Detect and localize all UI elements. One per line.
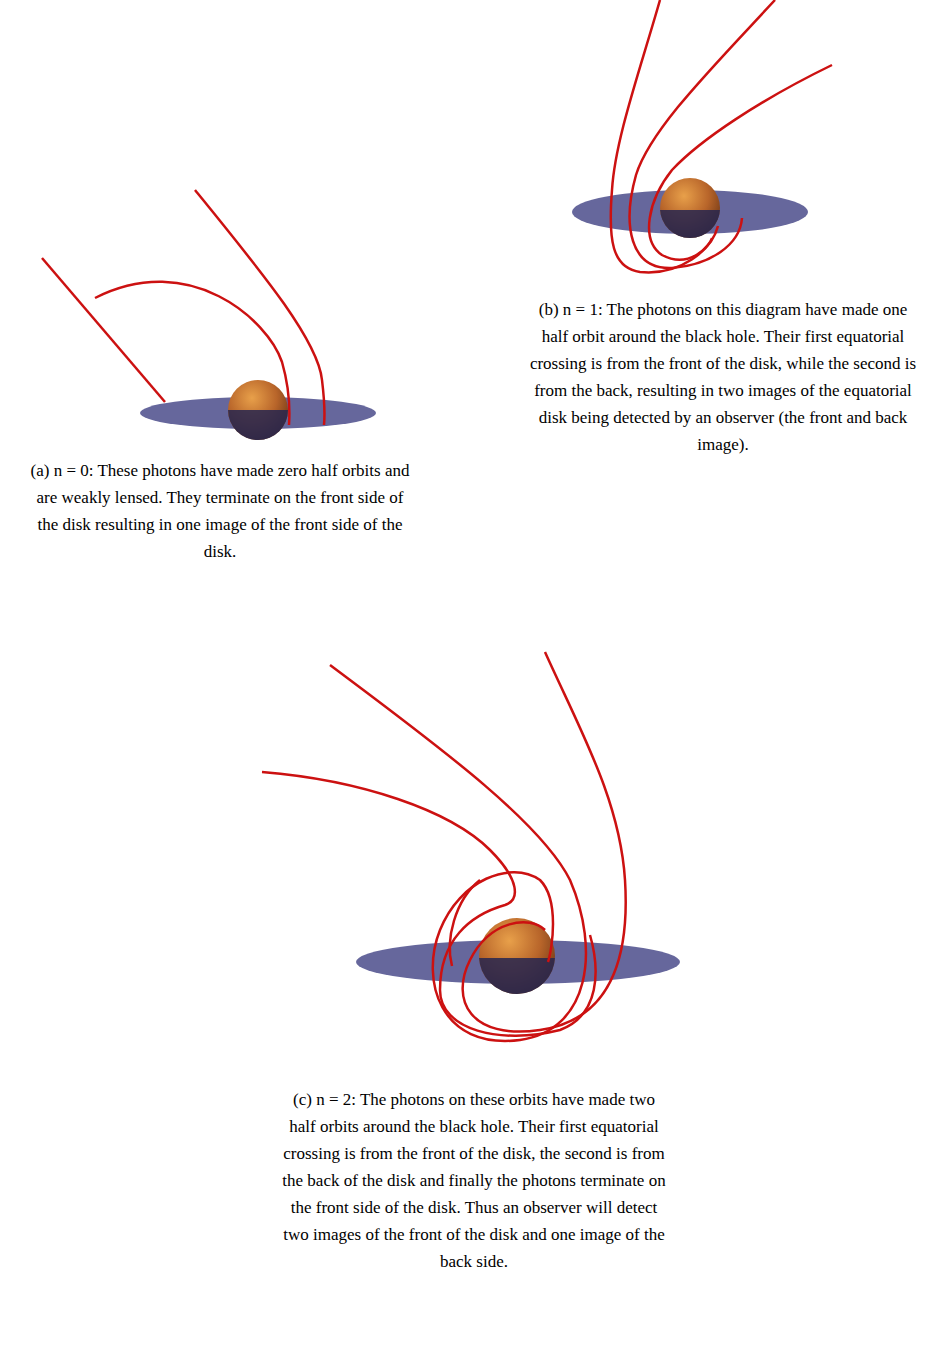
black-hole bbox=[228, 380, 288, 440]
black-hole-shadow bbox=[660, 210, 720, 238]
photon-paths bbox=[262, 652, 626, 1041]
panel-b-figure bbox=[572, 0, 832, 272]
black-hole-shadow bbox=[479, 958, 555, 994]
figure-caption: (a) n = 0: These photons have made zero … bbox=[30, 457, 410, 565]
figure-caption: (c) n = 2: The photons on these orbits h… bbox=[278, 1086, 670, 1275]
panel-c-figure bbox=[262, 652, 680, 1041]
black-hole-shadow bbox=[228, 410, 288, 440]
photon-paths bbox=[42, 190, 325, 425]
black-hole bbox=[660, 178, 720, 238]
figure-caption: (b) n = 1: The photons on this diagram h… bbox=[528, 296, 918, 458]
photon-paths bbox=[611, 0, 832, 272]
panel-a-figure bbox=[42, 190, 376, 440]
